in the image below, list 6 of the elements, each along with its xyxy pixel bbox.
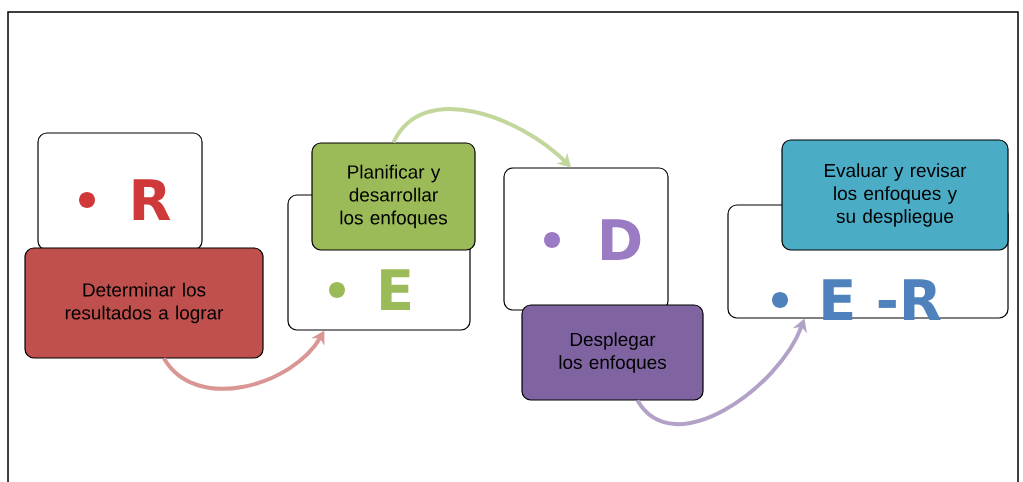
letter-card: R bbox=[37, 132, 203, 251]
step-box: Desplegar los enfoques bbox=[521, 304, 704, 401]
letter-card: D bbox=[503, 167, 669, 311]
step-box: Planificar y desarrollar los enfoques bbox=[311, 142, 476, 251]
step-box: Determinar los resultados a lograr bbox=[24, 247, 264, 359]
step-box: Evaluar y revisar los enfoques y su despliegue bbox=[781, 139, 1009, 251]
